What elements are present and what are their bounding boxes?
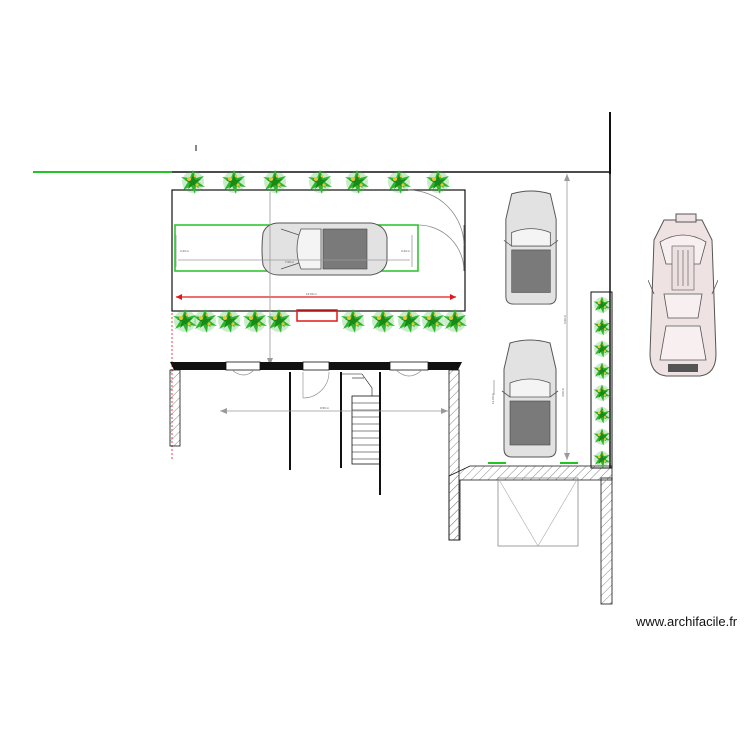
shrub-icon <box>217 309 241 333</box>
dim-lower-width: 9.50 m <box>320 406 330 410</box>
shrub-icon <box>593 362 611 380</box>
shrub-icon <box>397 309 421 333</box>
dim-side-left: 3.43 m <box>180 249 190 253</box>
stairs-icon <box>342 373 381 465</box>
dim-front-width: 13.50 m <box>306 292 317 296</box>
shrub-icon <box>593 296 611 314</box>
dim-parking-1: 6.00 m <box>563 314 567 324</box>
car-icon <box>501 339 559 458</box>
car-icon <box>261 222 388 276</box>
parking-area: 6.00 m 4.00 m 12.00 m <box>488 174 578 464</box>
dim-side-right: 3.43 m <box>401 249 411 253</box>
watermark: www.archifacile.fr <box>636 614 738 629</box>
dim-parking-total: 12.00 m <box>491 393 495 404</box>
shrub-icon <box>593 340 611 358</box>
shrub-icon <box>173 309 197 333</box>
shrub-icon <box>341 309 365 333</box>
shrub-icon <box>593 384 611 402</box>
car-icon <box>503 190 559 305</box>
shrub-icon <box>443 309 467 333</box>
house <box>169 361 462 541</box>
door-icon <box>302 371 330 399</box>
shrub-icon <box>371 309 395 333</box>
shrub-icon <box>421 309 445 333</box>
garage <box>448 465 613 605</box>
shrub-icon <box>267 309 291 333</box>
shrub-icon <box>193 309 217 333</box>
hedge-right <box>590 172 613 469</box>
shrub-icon <box>593 450 611 468</box>
dim-car-length: 7.00 m <box>285 260 295 264</box>
shrub-icon <box>593 318 611 336</box>
shrub-icon <box>593 406 611 424</box>
shrub-icon <box>593 428 611 446</box>
car-icon <box>648 213 718 377</box>
shrub-icon <box>243 309 267 333</box>
front-dimensions: 13.50 m 3.43 m 3.43 m 7.00 m <box>175 192 456 365</box>
dim-parking-2: 4.00 m <box>561 387 565 397</box>
lower-dimension: 9.50 m <box>220 406 448 414</box>
